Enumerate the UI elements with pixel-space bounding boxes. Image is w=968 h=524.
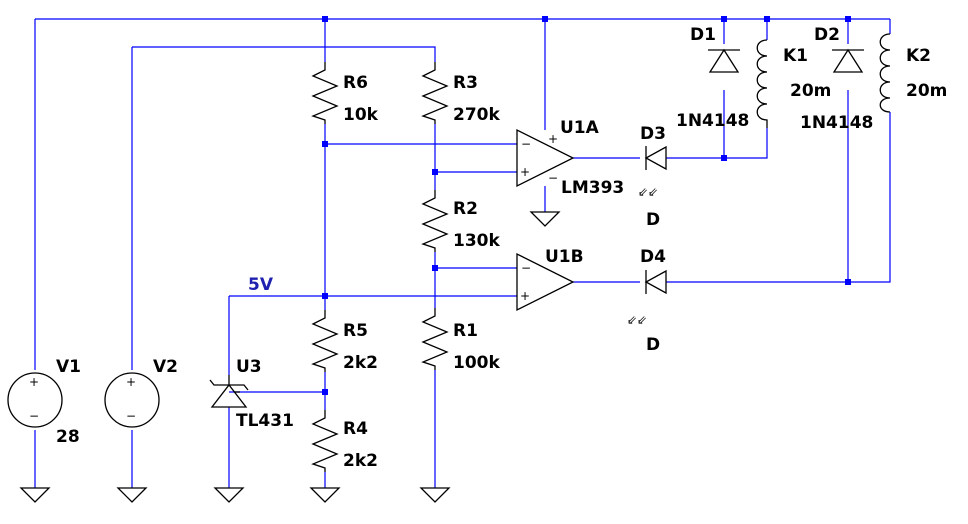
net-label-5v: 5V — [248, 275, 274, 295]
wire-d2-k2 — [847, 19, 891, 282]
k1-name: K1 — [783, 46, 808, 66]
junction-dot — [845, 279, 851, 285]
voltage-source-v1: + − V1 28 — [7, 357, 81, 447]
u1a-plus-sign: + — [520, 165, 530, 179]
junction-dot — [721, 155, 727, 161]
junction-dot — [322, 293, 328, 299]
led-d4: ⇙⇙ D4 D — [627, 247, 667, 355]
ground-symbol — [309, 487, 341, 503]
relay-coil-k1: K1 20m — [756, 39, 831, 128]
wire-top-rail — [34, 18, 890, 370]
r4-name: R4 — [343, 419, 368, 439]
v1-minus-sign: − — [29, 409, 39, 423]
wire-d1-k1 — [723, 19, 768, 158]
junction-dot — [542, 16, 548, 22]
grounds — [19, 211, 561, 503]
v2-name: V2 — [153, 357, 178, 377]
u1a-vcc-sign: + — [548, 132, 558, 146]
junctions — [322, 16, 851, 395]
u1a-name: U1A — [560, 118, 600, 138]
diode-d1: D1 1N4148 — [676, 25, 749, 131]
r1-name: R1 — [453, 321, 478, 341]
k2-value: 20m — [906, 81, 947, 101]
resistor-r4: R4 2k2 — [311, 410, 378, 472]
resistor-r3: R3 270k — [421, 62, 500, 125]
u1a-minus-sign: − — [521, 137, 531, 151]
v1-plus-sign: + — [29, 375, 39, 389]
junction-dot — [845, 16, 851, 22]
wire-r3-r2 — [434, 124, 517, 190]
k2-name: K2 — [906, 46, 931, 66]
d3-name: D3 — [640, 124, 666, 144]
r3-value: 270k — [453, 105, 500, 125]
d3-emission-arrows: ⇙⇙ — [638, 185, 658, 199]
r2-name: R2 — [453, 199, 478, 219]
wire-r6 — [324, 19, 517, 310]
k1-value: 20m — [790, 81, 831, 101]
d4-name: D4 — [640, 247, 666, 267]
ground-symbol — [19, 487, 51, 503]
u3-name: U3 — [236, 357, 262, 377]
u3-value: TL431 — [236, 411, 294, 431]
junction-dot — [322, 141, 328, 147]
v2-plus-sign: + — [126, 375, 136, 389]
wires — [34, 18, 891, 488]
wire-u1a-out — [573, 128, 768, 159]
r6-name: R6 — [343, 73, 368, 93]
d2-name: D2 — [814, 25, 840, 45]
u1a-gnd-sign: − — [548, 171, 558, 185]
ground-symbol — [116, 487, 148, 503]
led-d3: ⇙⇙ D3 D — [638, 124, 667, 230]
relay-coil-k2: K2 20m — [879, 33, 947, 113]
junction-dot — [322, 389, 328, 395]
d2-value: 1N4148 — [800, 113, 873, 133]
r6-value: 10k — [343, 105, 379, 125]
wire-5v-net — [228, 295, 517, 375]
resistor-r6: R6 10k — [311, 62, 379, 125]
r1-value: 100k — [453, 353, 500, 373]
junction-dot — [764, 16, 770, 22]
d4-emission-arrows: ⇙⇙ — [627, 313, 647, 327]
ground-symbol — [419, 487, 451, 503]
ground-symbol — [529, 211, 561, 227]
r2-value: 130k — [453, 231, 500, 251]
d1-value: 1N4148 — [676, 111, 749, 131]
comparator-u1b: − + U1B — [516, 247, 584, 312]
junction-dot — [721, 16, 727, 22]
junction-dot — [432, 265, 438, 271]
d4-value: D — [646, 335, 660, 355]
resistor-r1: R1 100k — [421, 308, 500, 373]
wire-u1b-out — [573, 112, 891, 283]
junction-dot — [322, 16, 328, 22]
r5-name: R5 — [343, 321, 368, 341]
wire-grounds — [34, 370, 436, 488]
voltage-source-v2: + − V2 — [104, 357, 178, 428]
u1b-plus-sign: + — [520, 289, 530, 303]
u1b-minus-sign: − — [521, 261, 531, 275]
d3-value: D — [646, 210, 660, 230]
junction-dot — [432, 169, 438, 175]
resistor-r5: R5 2k2 — [311, 310, 378, 373]
shunt-regulator-u3: U3 TL431 — [209, 357, 294, 431]
u1a-value: LM393 — [561, 178, 624, 198]
v1-name: V1 — [56, 357, 81, 377]
resistor-r2: R2 130k — [421, 190, 500, 252]
diode-d2: D2 1N4148 — [800, 25, 873, 133]
wire-r2-r1 — [434, 252, 517, 308]
wire-v2-rail — [131, 46, 436, 370]
d1-name: D1 — [690, 25, 716, 45]
v2-minus-sign: − — [126, 409, 136, 423]
u1b-name: U1B — [545, 247, 584, 267]
v1-value: 28 — [56, 427, 80, 447]
comparator-u1a: − + + − U1A LM393 — [516, 118, 624, 198]
ground-symbol — [213, 487, 245, 503]
r3-name: R3 — [453, 73, 478, 93]
r5-value: 2k2 — [343, 353, 378, 373]
r4-value: 2k2 — [343, 451, 378, 471]
